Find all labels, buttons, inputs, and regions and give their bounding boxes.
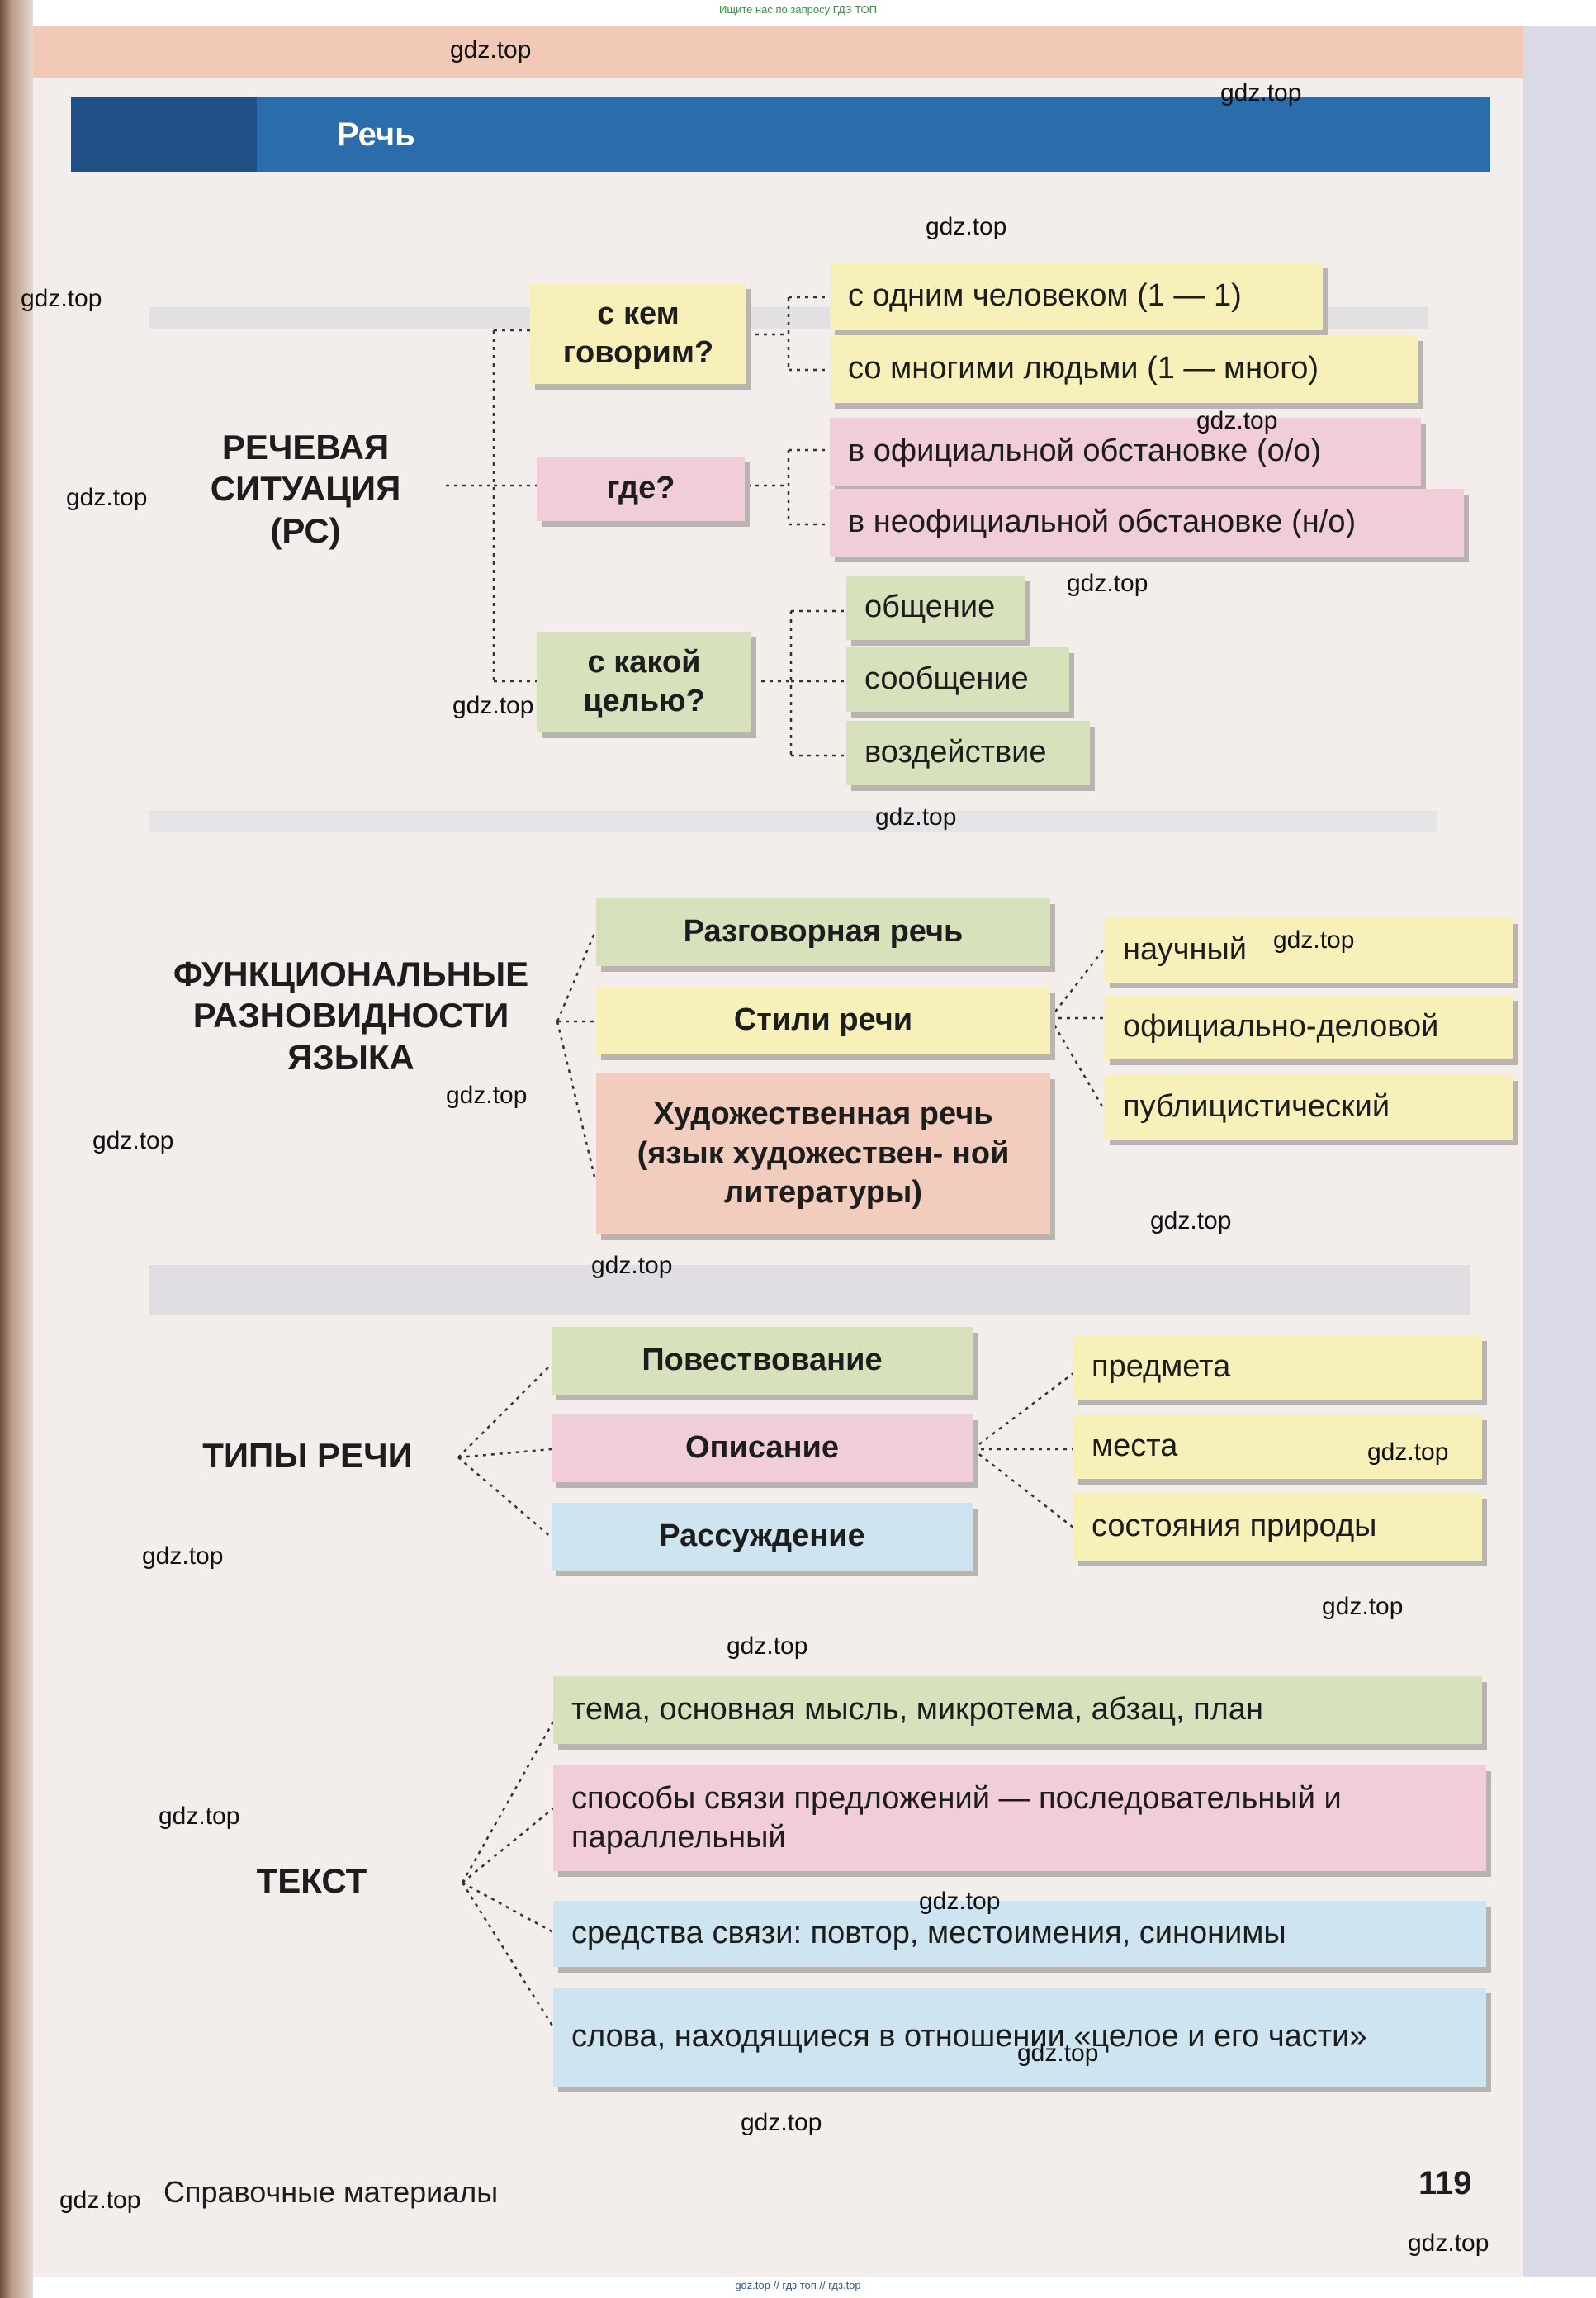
functional-varieties-label: ФУНКЦИОНАЛЬНЫЕ РАЗНОВИДНОСТИ ЯЗЫКА — [173, 955, 529, 1077]
answer-official: в официальной обстановке (о/о) — [830, 418, 1421, 486]
watermark: gdz.top — [1408, 2229, 1489, 2257]
text-connection-methods-box: способы связи предложений — последовател… — [553, 1765, 1486, 1871]
watermark: gdz.top — [1196, 407, 1278, 434]
style-scientific: научный — [1105, 918, 1513, 983]
watermark: gdz.top — [875, 803, 957, 831]
watermark: gdz.top — [1220, 79, 1302, 107]
watermark: gdz.top — [450, 36, 532, 64]
speech-situation-label: РЕЧЕВАЯ СИТУАЦИЯ (РС) — [210, 428, 401, 550]
watermark: gdz.top — [919, 1888, 1001, 1915]
description-place: места — [1073, 1414, 1482, 1479]
top-note: Ищите нас по запросу ГДЗ ТОП — [719, 3, 877, 16]
description-box: Описание — [552, 1414, 973, 1482]
watermark: gdz.top — [446, 1082, 528, 1109]
artistic-speech-box: Художественная речь (язык художествен- н… — [596, 1073, 1050, 1234]
footer-reference: Справочные материалы — [163, 2175, 499, 2209]
bleed-through — [149, 811, 1437, 832]
text-label: ТЕКСТ — [256, 1861, 367, 1900]
watermark: gdz.top — [741, 2109, 822, 2136]
answer-influence: воздействие — [846, 721, 1090, 785]
watermark: gdz.top — [926, 213, 1007, 240]
text-whole-part-box: слова, находящиеся в отношении «целое и … — [553, 1988, 1486, 2087]
answer-many-people: со многими людьми (1 — много) — [830, 335, 1418, 403]
question-purpose-box: с какой целью? — [537, 632, 751, 732]
watermark: gdz.top — [66, 484, 148, 511]
answer-message: сообщение — [846, 647, 1069, 712]
answer-communication: общение — [846, 576, 1025, 640]
bottom-note: gdz.top // гдз топ // гдз.top — [735, 2279, 861, 2291]
page-edge — [1523, 26, 1596, 2277]
reasoning-box: Рассуждение — [552, 1503, 973, 1571]
watermark: gdz.top — [727, 1632, 808, 1660]
watermark: gdz.top — [1367, 1438, 1449, 1466]
top-band — [33, 26, 1523, 78]
description-nature: состояния природы — [1073, 1493, 1482, 1561]
page-number: 119 — [1418, 2165, 1472, 2201]
text-connection-means-box: средства связи: повтор, местоимения, син… — [553, 1901, 1486, 1967]
book-spine — [0, 0, 33, 2298]
style-publicistic: публицистический — [1105, 1075, 1513, 1140]
speech-types-label: ТИПЫ РЕЧИ — [202, 1436, 413, 1475]
question-who-box: с кем говорим? — [530, 283, 746, 384]
watermark: gdz.top — [452, 692, 534, 719]
watermark: gdz.top — [92, 1127, 174, 1154]
description-object: предмета — [1073, 1335, 1482, 1400]
watermark: gdz.top — [21, 285, 102, 312]
bleed-through — [149, 1265, 1470, 1315]
section-header: Речь — [71, 97, 1490, 172]
watermark: gdz.top — [142, 1542, 224, 1570]
section-title: Речь — [337, 116, 415, 153]
narration-box: Повествование — [552, 1327, 973, 1395]
watermark: gdz.top — [1273, 926, 1355, 954]
watermark: gdz.top — [1322, 1593, 1404, 1620]
speech-styles-box: Стили речи — [596, 987, 1050, 1054]
answer-unofficial: в неофициальной обстановке (н/о) — [830, 489, 1464, 557]
colloquial-speech-box: Разговорная речь — [596, 898, 1050, 966]
watermark: gdz.top — [1017, 2040, 1099, 2067]
watermark: gdz.top — [159, 1803, 240, 1830]
watermark: gdz.top — [1150, 1207, 1232, 1234]
question-where-box: где? — [537, 457, 745, 521]
watermark: gdz.top — [1067, 570, 1148, 597]
answer-one-person: с одним человеком (1 — 1) — [830, 263, 1323, 330]
watermark: gdz.top — [591, 1252, 673, 1279]
watermark: gdz.top — [59, 2187, 141, 2214]
header-accent — [71, 97, 257, 172]
text-theme-box: тема, основная мысль, микротема, абзац, … — [553, 1676, 1482, 1744]
style-official-business: официально-деловой — [1105, 995, 1513, 1059]
